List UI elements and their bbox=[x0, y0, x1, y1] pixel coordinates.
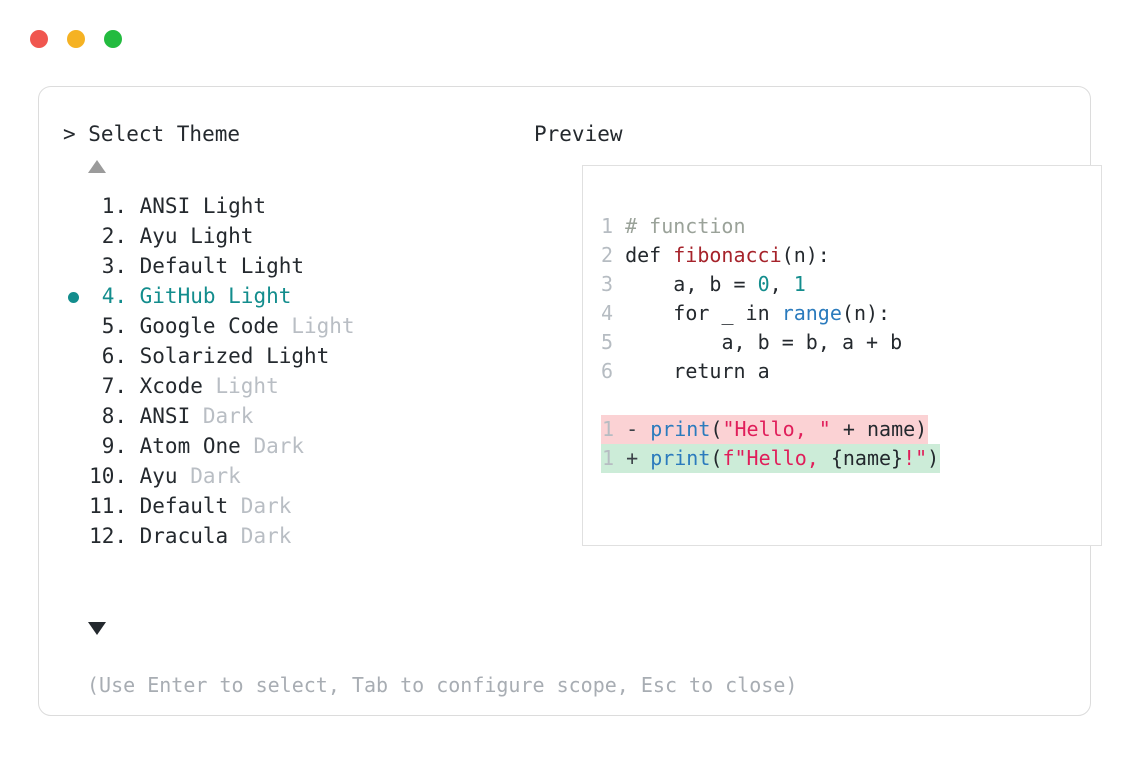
theme-item-name: Atom One bbox=[127, 434, 241, 458]
code-line: 6 return a bbox=[601, 359, 770, 383]
theme-item-index: 6. bbox=[89, 344, 127, 368]
theme-item-variant: Dark bbox=[190, 404, 254, 428]
theme-item-name: Google Code bbox=[127, 314, 279, 338]
theme-item-name: Default bbox=[127, 254, 229, 278]
theme-item-variant: Dark bbox=[228, 494, 292, 518]
code-block: 1 # function 2 def fibonacci(n): 3 a, b = … bbox=[601, 212, 941, 473]
theme-item-variant: Light bbox=[253, 344, 330, 368]
preview-pane: Preview 1 # function 2 def fibonacci(n): 3… bbox=[534, 119, 1102, 546]
code-line: 4 for _ in range(n): bbox=[601, 301, 891, 325]
theme-list-item[interactable]: 7. Xcode Light bbox=[63, 371, 533, 401]
theme-picker-card: > Select Theme 1. ANSI Light 2. Ayu Ligh… bbox=[38, 86, 1102, 716]
theme-item-name: Solarized bbox=[127, 344, 254, 368]
theme-item-index: 11. bbox=[89, 494, 127, 518]
theme-list[interactable]: 1. ANSI Light 2. Ayu Light 3. Default Li… bbox=[63, 191, 533, 551]
keyboard-hint: (Use Enter to select, Tab to configure s… bbox=[87, 673, 798, 697]
theme-list-item[interactable]: 11. Default Dark bbox=[63, 491, 533, 521]
code-line: 2 def fibonacci(n): bbox=[601, 243, 830, 267]
code-line: 1 # function bbox=[601, 214, 746, 238]
theme-item-index: 8. bbox=[89, 404, 127, 428]
theme-list-item[interactable]: 5. Google Code Light bbox=[63, 311, 533, 341]
theme-item-index: 4. bbox=[89, 284, 127, 308]
theme-item-name: GitHub bbox=[127, 284, 216, 308]
theme-item-variant: Light bbox=[228, 254, 305, 278]
theme-list-item[interactable]: 4. GitHub Light bbox=[63, 281, 533, 311]
theme-item-name: Xcode bbox=[127, 374, 203, 398]
code-blank-line bbox=[601, 386, 940, 415]
minimize-dot[interactable] bbox=[67, 30, 85, 48]
theme-item-index: 5. bbox=[89, 314, 127, 338]
theme-list-item[interactable]: 6. Solarized Light bbox=[63, 341, 533, 371]
theme-item-index: 3. bbox=[89, 254, 127, 278]
theme-item-index: 10. bbox=[89, 464, 127, 488]
theme-item-name: Default bbox=[127, 494, 229, 518]
theme-item-index: 12. bbox=[89, 524, 127, 548]
triangle-up-icon[interactable] bbox=[88, 160, 106, 173]
theme-item-variant: Light bbox=[215, 284, 292, 308]
theme-item-variant: Light bbox=[190, 194, 267, 218]
theme-item-index: 7. bbox=[89, 374, 127, 398]
theme-list-item[interactable]: 8. ANSI Dark bbox=[63, 401, 533, 431]
code-preview-box: 1 # function 2 def fibonacci(n): 3 a, b = … bbox=[582, 165, 1102, 546]
theme-item-index: 2. bbox=[89, 224, 127, 248]
theme-item-variant: Light bbox=[278, 314, 355, 338]
theme-list-item[interactable]: 10. Ayu Dark bbox=[63, 461, 533, 491]
theme-item-variant: Light bbox=[202, 374, 279, 398]
maximize-dot[interactable] bbox=[104, 30, 122, 48]
theme-item-variant: Light bbox=[177, 224, 254, 248]
theme-item-name: Ayu bbox=[127, 224, 178, 248]
page-title: > Select Theme bbox=[63, 122, 241, 146]
triangle-down-icon[interactable] bbox=[88, 622, 106, 635]
theme-item-index: 9. bbox=[89, 434, 127, 458]
theme-list-item[interactable]: 3. Default Light bbox=[63, 251, 533, 281]
theme-item-name: ANSI bbox=[127, 404, 191, 428]
theme-item-variant: Dark bbox=[177, 464, 241, 488]
theme-list-item[interactable]: 2. Ayu Light bbox=[63, 221, 533, 251]
theme-list-item[interactable]: 1. ANSI Light bbox=[63, 191, 533, 221]
theme-item-variant: Dark bbox=[240, 434, 305, 458]
theme-selector-pane: > Select Theme 1. ANSI Light 2. Ayu Ligh… bbox=[63, 119, 797, 697]
close-dot[interactable] bbox=[30, 30, 48, 48]
diff-line-addition: 1 + print(f"Hello, {name}!") bbox=[601, 444, 941, 473]
code-line: 5 a, b = b, a + b bbox=[601, 330, 903, 354]
theme-item-name: ANSI bbox=[127, 194, 191, 218]
theme-item-name: Ayu bbox=[127, 464, 178, 488]
code-line: 3 a, b = 0, 1 bbox=[601, 272, 806, 296]
preview-title: Preview bbox=[534, 122, 623, 146]
theme-list-item[interactable]: 12. Dracula Dark bbox=[63, 521, 533, 551]
window-titlebar bbox=[30, 30, 122, 48]
selected-bullet-icon bbox=[68, 292, 79, 303]
diff-line-deletion: 1 - print("Hello, " + name) bbox=[601, 415, 940, 444]
theme-item-variant: Dark bbox=[228, 524, 292, 548]
theme-list-item[interactable]: 9. Atom One Dark bbox=[63, 431, 533, 461]
theme-item-index: 1. bbox=[89, 194, 127, 218]
theme-item-name: Dracula bbox=[127, 524, 229, 548]
